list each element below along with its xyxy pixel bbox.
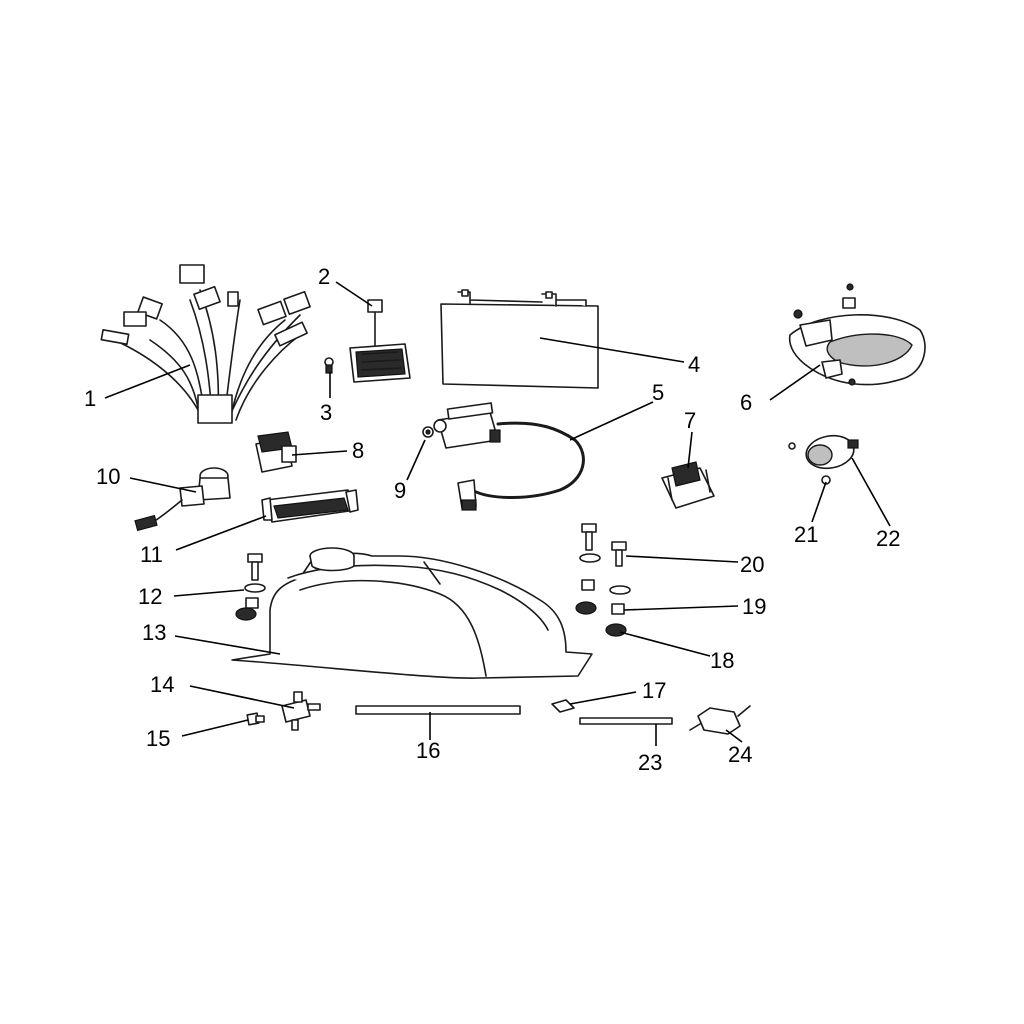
callout-9: 9 <box>394 478 406 503</box>
wiring-harness <box>100 264 311 424</box>
callout-8: 8 <box>352 438 364 463</box>
hose-clip <box>551 699 575 713</box>
callout-6: 6 <box>740 390 752 415</box>
screw-15 <box>246 712 265 726</box>
callout-23: 23 <box>638 750 662 775</box>
callout-1: 1 <box>84 386 96 411</box>
breather-hose <box>579 717 673 725</box>
callout-5: 5 <box>652 380 664 405</box>
tank-bolt-right-2 <box>609 541 631 595</box>
ignition-switch <box>134 467 231 532</box>
small-bolt <box>324 357 334 374</box>
callout-10: 10 <box>96 464 120 489</box>
tank-bolt-left <box>235 553 266 621</box>
callout-4: 4 <box>688 352 700 377</box>
ignition-coil <box>433 402 585 511</box>
fuel-hose <box>355 705 521 715</box>
callout-18: 18 <box>710 648 734 673</box>
callout-3: 3 <box>320 400 332 425</box>
leader-lines <box>104 281 891 746</box>
starter-relay <box>661 461 715 509</box>
callout-11: 11 <box>140 542 163 567</box>
callout-14: 14 <box>150 672 174 697</box>
coil-nut <box>422 426 434 438</box>
fuel-tank <box>231 547 593 679</box>
callout-13: 13 <box>142 620 166 645</box>
flasher-relay <box>255 431 297 473</box>
cdi-unit <box>261 489 359 523</box>
fuel-tap <box>281 691 321 731</box>
callout-24: 24 <box>728 742 752 767</box>
tank-bolt-right-1 <box>579 523 601 563</box>
callout-15: 15 <box>146 726 170 751</box>
horn <box>805 434 859 470</box>
callout-20: 20 <box>740 552 764 577</box>
bushing-19 <box>581 579 625 615</box>
headlight <box>788 283 926 386</box>
battery <box>440 289 599 389</box>
callout-21: 21 <box>794 522 818 547</box>
callout-19: 19 <box>742 594 766 619</box>
regulator-rectifier <box>349 299 411 383</box>
callout-2: 2 <box>318 264 330 289</box>
callout-labels: 1 2 3 4 5 6 7 8 9 10 11 12 13 14 15 16 1… <box>84 264 900 775</box>
callout-12: 12 <box>138 584 162 609</box>
callout-16: 16 <box>416 738 440 763</box>
callout-22: 22 <box>876 526 900 551</box>
fuel-filter <box>689 705 751 735</box>
callout-7: 7 <box>684 408 696 433</box>
callout-17: 17 <box>642 678 666 703</box>
